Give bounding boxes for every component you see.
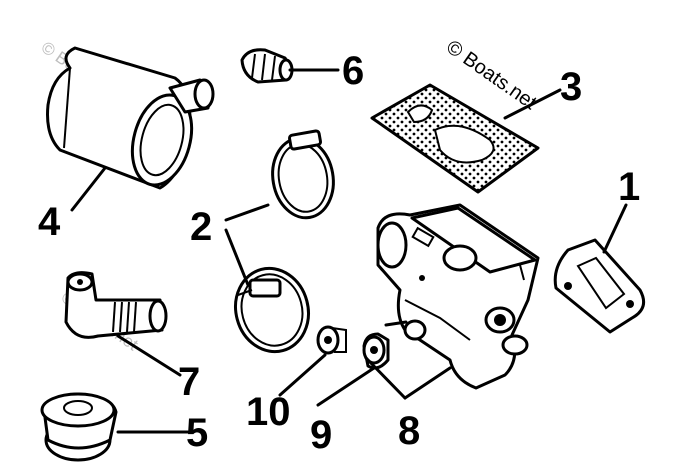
part-2-clamp-top: [271, 129, 335, 220]
part-6-small-clamp: [240, 48, 294, 84]
part-4-cover-tube: [46, 46, 215, 190]
callout-9: 9: [310, 413, 332, 457]
callout-4: 4: [38, 200, 61, 244]
part-2-clamp-bottom: [234, 266, 310, 354]
part-10-small-plug: [316, 325, 347, 355]
leader-lines: [70, 68, 628, 434]
callout-5: 5: [186, 411, 208, 455]
callout-6: 6: [342, 49, 364, 93]
callout-1: 1: [618, 165, 640, 209]
part-3-gasket: [370, 83, 540, 194]
part-8-housing: [376, 203, 540, 390]
callout-10: 10: [246, 390, 291, 434]
callout-7: 7: [178, 360, 200, 404]
part-7-elbow: [64, 271, 168, 339]
callout-3: 3: [560, 65, 582, 109]
callout-8: 8: [398, 409, 420, 453]
part-9-plug: [362, 332, 390, 370]
part-1-gasket: [553, 238, 646, 334]
callout-2: 2: [190, 205, 212, 249]
part-5-grommet: [40, 392, 118, 462]
